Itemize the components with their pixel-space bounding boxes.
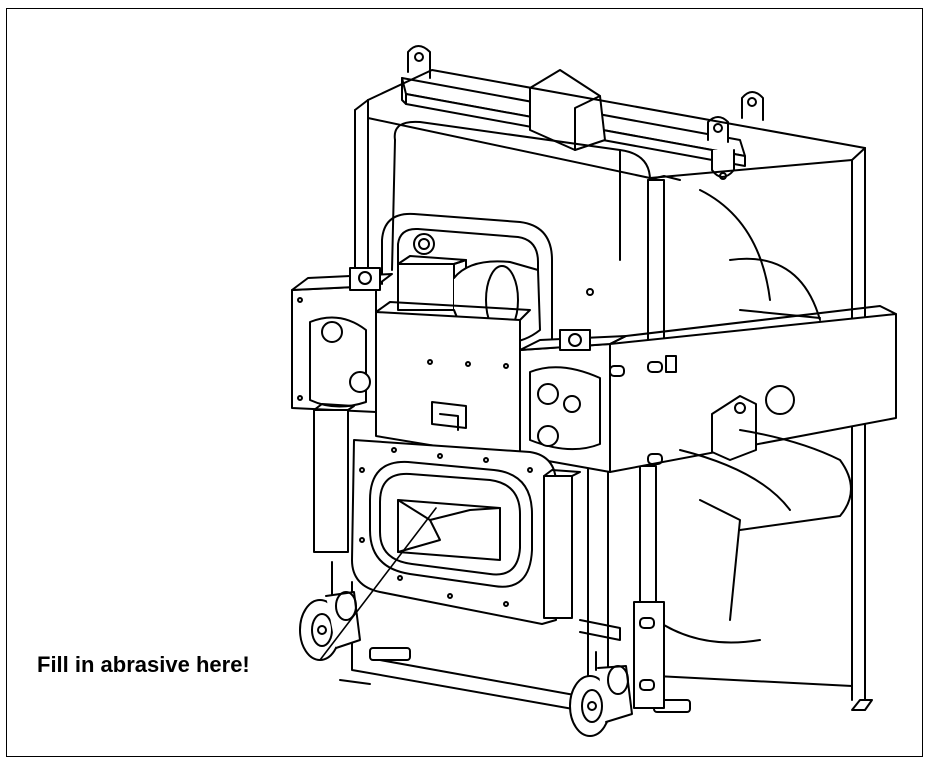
front-leg-panel (633, 601, 665, 709)
callout-label: Fill in abrasive here! (37, 652, 250, 677)
center-panel (375, 288, 594, 461)
discharge-chute (655, 429, 852, 644)
caster-wheel-right (569, 651, 633, 737)
chamber-body (391, 120, 821, 321)
lifting-eye-left (407, 45, 431, 79)
fill-opening[interactable] (351, 439, 557, 625)
lower-covers (313, 403, 581, 619)
lifting-beam (401, 69, 746, 167)
side-panel (609, 305, 897, 473)
caster-wheel-left (299, 561, 361, 661)
callout-leader-line (319, 507, 437, 661)
pipe-handle (381, 212, 553, 343)
lifting-eye-right (741, 91, 764, 121)
right-housing (519, 329, 627, 473)
left-housing (291, 267, 393, 413)
